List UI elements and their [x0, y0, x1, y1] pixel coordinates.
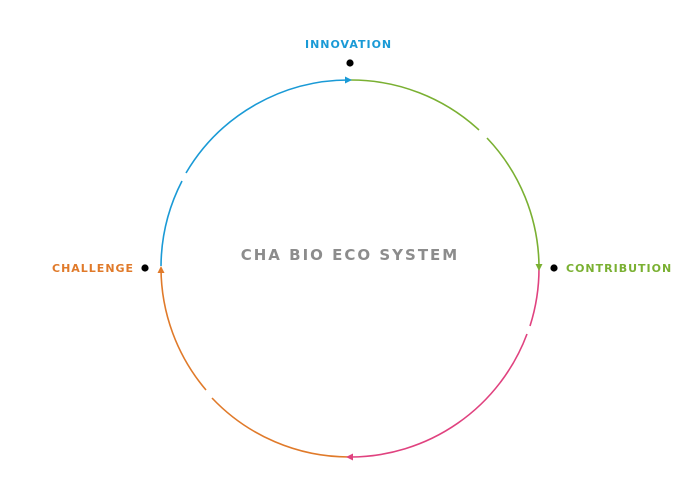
arrowhead-top-icon [345, 76, 352, 84]
arc-bottom-to-challenge-part2 [160, 267, 207, 391]
arrowhead-left-icon [157, 266, 165, 273]
node-dot-challenge [141, 264, 149, 272]
arrowhead-right-icon [535, 264, 543, 271]
arc-innovation-to-contribution-part1 [349, 79, 480, 131]
arc-innovation-to-contribution-part2 [486, 137, 540, 267]
arc-challenge-to-innovation-part1 [160, 180, 183, 267]
arc-challenge-to-innovation-part2 [185, 79, 351, 174]
node-dot-contribution [550, 264, 558, 272]
arrowhead-bottom-icon [346, 453, 353, 461]
node-dot-innovation [346, 59, 354, 67]
arc-contribution-to-bottom-part2 [349, 333, 528, 458]
node-label-innovation: INNOVATION [305, 38, 393, 51]
node-label-challenge: CHALLENGE [52, 262, 135, 275]
arc-contribution-to-bottom-part1 [529, 267, 540, 327]
center-title: CHA BIO ECO SYSTEM [240, 246, 460, 264]
node-label-contribution: CONTRIBUTION [566, 262, 673, 275]
arc-bottom-to-challenge-part1 [211, 397, 351, 458]
